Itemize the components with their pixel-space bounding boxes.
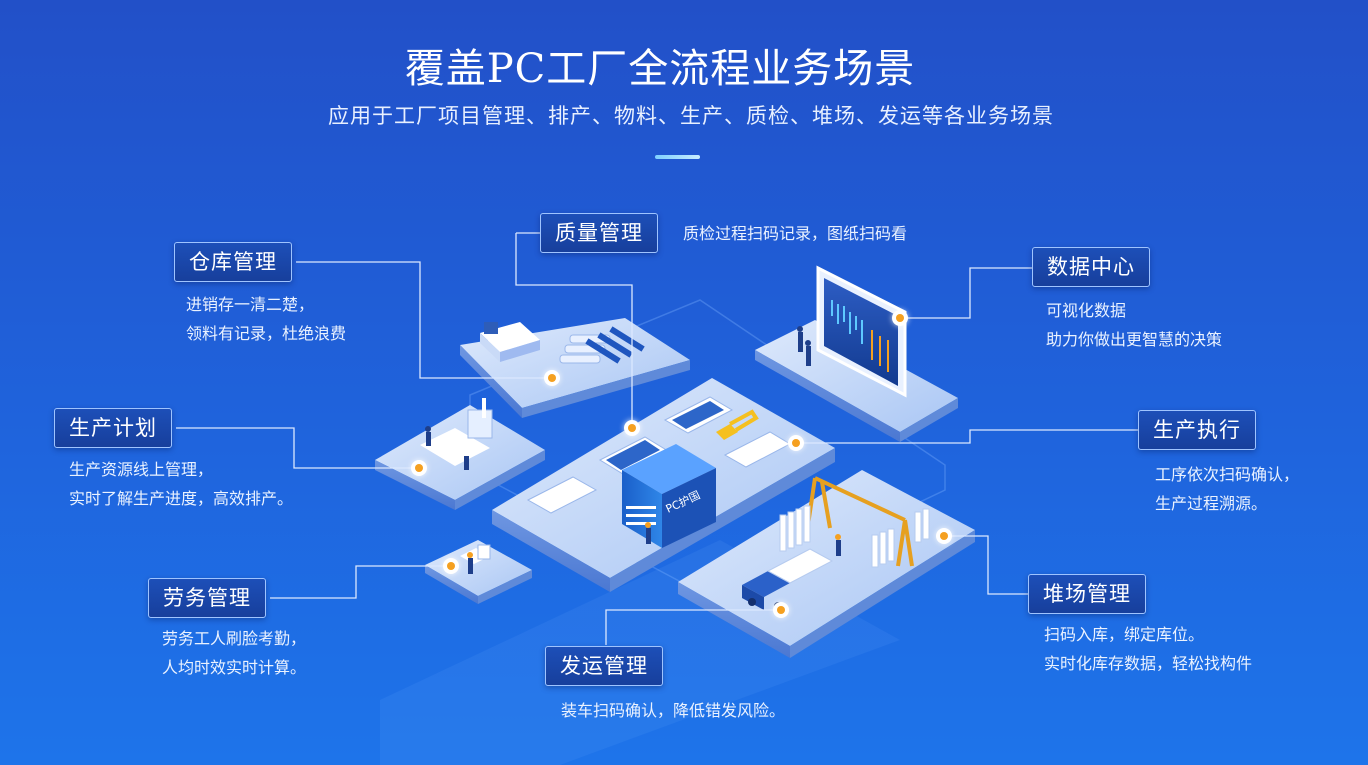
page-subtitle: 应用于工厂项目管理、排产、物料、生产、质检、堆场、发运等各业务场景 bbox=[328, 104, 1054, 128]
connector-plan bbox=[176, 427, 419, 469]
production-execution-desc: 工序依次扫码确认， 生产过程溯源。 bbox=[1155, 465, 1300, 513]
connector-data-center bbox=[900, 267, 1032, 319]
yard-platform bbox=[678, 470, 975, 658]
production-execution-label[interactable]: 生产执行 bbox=[1138, 410, 1256, 450]
title-accent-bar bbox=[655, 155, 700, 159]
connector-execution bbox=[796, 429, 1138, 444]
yard-hotspot[interactable] bbox=[936, 528, 952, 544]
labor-hotspot[interactable] bbox=[443, 558, 459, 574]
connector-yard bbox=[944, 535, 1028, 595]
warehouse-platform bbox=[460, 318, 690, 418]
production-floor-platform: PC护国 bbox=[492, 378, 835, 592]
connector-shipping bbox=[605, 609, 781, 645]
shipping-hotspot[interactable] bbox=[773, 602, 789, 618]
shipping-management-label[interactable]: 发运管理 bbox=[545, 646, 663, 686]
yard-management-desc: 扫码入库，绑定库位。 实时化库存数据，轻松找构件 bbox=[1044, 625, 1253, 673]
connector-lines bbox=[176, 232, 1138, 645]
production-plan-desc: 生产资源线上管理， 实时了解生产进度，高效排产。 bbox=[69, 460, 294, 508]
execution-hotspot[interactable] bbox=[788, 435, 804, 451]
labor-platform bbox=[425, 540, 532, 604]
labor-management-label[interactable]: 劳务管理 bbox=[148, 578, 266, 618]
warehouse-management-label[interactable]: 仓库管理 bbox=[174, 242, 292, 282]
quality-management-label[interactable]: 质量管理 bbox=[540, 213, 658, 253]
production-plan-platform bbox=[375, 398, 545, 510]
data-center-hotspot[interactable] bbox=[892, 310, 908, 326]
quality-hotspot[interactable] bbox=[624, 420, 640, 436]
page-title: 覆盖PC工厂全流程业务场景 bbox=[404, 46, 916, 92]
warehouse-hotspot[interactable] bbox=[544, 370, 560, 386]
yard-management-label[interactable]: 堆场管理 bbox=[1028, 574, 1146, 614]
data-center-desc: 可视化数据 助力你做出更智慧的决策 bbox=[1046, 301, 1223, 349]
quality-management-desc: 质检过程扫码记录，图纸扫码看 bbox=[683, 224, 908, 243]
plan-hotspot[interactable] bbox=[411, 460, 427, 476]
connector-warehouse bbox=[296, 261, 552, 379]
production-plan-label[interactable]: 生产计划 bbox=[54, 408, 172, 448]
data-center-platform bbox=[755, 265, 958, 442]
labor-management-desc: 劳务工人刷脸考勤， 人均时效实时计算。 bbox=[162, 629, 307, 677]
data-center-label[interactable]: 数据中心 bbox=[1032, 247, 1150, 287]
connector-labor bbox=[270, 565, 451, 599]
warehouse-management-desc: 进销存一清二楚， 领料有记录，杜绝浪费 bbox=[186, 295, 347, 343]
shipping-management-desc: 装车扫码确认，降低错发风险。 bbox=[561, 701, 786, 720]
connector-quality bbox=[515, 233, 633, 428]
